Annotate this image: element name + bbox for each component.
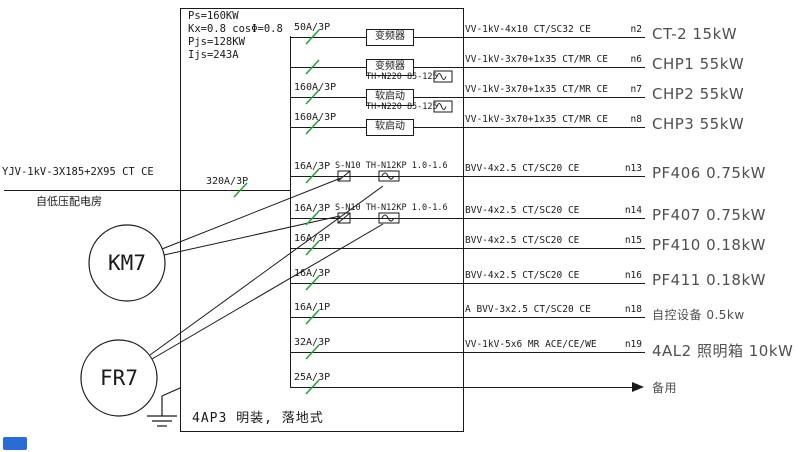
cable-spec: VV-1kV-3x70+1x35 CT/MR CE bbox=[465, 84, 608, 95]
load-label: CHP2 55kW bbox=[652, 85, 745, 103]
param-ijs: Ijs=243A bbox=[188, 49, 239, 61]
circuit-wire bbox=[290, 248, 645, 249]
load-label: PF410 0.18kW bbox=[652, 236, 766, 254]
load-label: PF407 0.75kW bbox=[652, 206, 766, 224]
cable-spec-row: A BVV-3x2.5 CT/SC20 CE n18 bbox=[465, 304, 642, 315]
cable-spec-row: VV-1kV-3x70+1x35 CT/MR CE n8 bbox=[465, 114, 642, 125]
cable-spec-row: VV-1kV-5x6 MR ACE/CE/WE n19 bbox=[465, 339, 642, 350]
circuit-wire bbox=[290, 387, 632, 388]
circuit-number: n16 bbox=[624, 270, 642, 281]
incoming-source-label: 自低压配电房 bbox=[36, 195, 102, 208]
starter-combo-label: S-N10 TH-N12KP 1.0-1.6 bbox=[335, 161, 448, 171]
load-label: 自控设备 0.5kw bbox=[652, 308, 745, 322]
breaker-rating: 25A/3P bbox=[294, 372, 331, 383]
circuit-number: n19 bbox=[624, 339, 642, 350]
circuit-number: n7 bbox=[630, 84, 642, 95]
load-label: CHP3 55kW bbox=[652, 115, 745, 133]
circuit-wire bbox=[290, 283, 645, 284]
circuit-number: n13 bbox=[624, 163, 642, 174]
cable-spec-row: VV-1kV-3x70+1x35 CT/MR CE n6 bbox=[465, 54, 642, 65]
load-label: 4AL2 照明箱 10kW bbox=[652, 342, 794, 360]
circuit-wire bbox=[290, 317, 645, 318]
load-label: PF411 0.18kW bbox=[652, 271, 766, 289]
vfd-box: 变频器 bbox=[366, 59, 414, 76]
breaker-rating: 32A/3P bbox=[294, 337, 331, 348]
circuit-number: n15 bbox=[624, 235, 642, 246]
km7-circle bbox=[88, 224, 166, 302]
watermark-icon bbox=[3, 437, 27, 450]
cable-spec: VV-1kV-4x10 CT/SC32 CE bbox=[465, 24, 591, 35]
km7-label: KM7 bbox=[108, 251, 146, 275]
circuit-number: n2 bbox=[630, 24, 642, 35]
incoming-breaker-rating: 320A/3P bbox=[206, 176, 249, 187]
cable-spec-row: BVV-4x2.5 CT/SC20 CE n15 bbox=[465, 235, 642, 246]
soft-relay-label: TH-N220 85-125 bbox=[366, 72, 438, 82]
load-label: CT-2 15kW bbox=[652, 25, 738, 43]
cable-spec: VV-1kV-5x6 MR ACE/CE/WE bbox=[465, 339, 597, 350]
cable-spec: A BVV-3x2.5 CT/SC20 CE bbox=[465, 304, 591, 315]
contactor-icon bbox=[337, 170, 351, 224]
callout-lines bbox=[149, 177, 384, 360]
cable-spec: BVV-4x2.5 CT/SC20 CE bbox=[465, 235, 580, 246]
fr7-circle bbox=[80, 339, 158, 417]
cable-spec: VV-1kV-3x70+1x35 CT/MR CE bbox=[465, 114, 608, 125]
busbar bbox=[290, 36, 291, 388]
incoming-cable-label: YJV-1kV-3X185+2X95 CT CE bbox=[2, 166, 154, 178]
ground-icon bbox=[147, 387, 181, 427]
circuit-number: n14 bbox=[624, 205, 642, 216]
panel-title: 4AP3 明装, 落地式 bbox=[192, 411, 324, 426]
cable-spec: BVV-4x2.5 CT/SC20 CE bbox=[465, 163, 580, 174]
spare-arrow-icon bbox=[632, 382, 644, 392]
parameter-block: Ps=160KW Kx=0.8 cosΦ=0.8 Pjs=128KW Ijs=2… bbox=[188, 10, 283, 62]
circuit-number: n8 bbox=[630, 114, 642, 125]
breaker-rating: 50A/3P bbox=[294, 22, 331, 33]
breaker-rating: 16A/3P bbox=[294, 203, 331, 214]
breaker-rating: 160A/3P bbox=[294, 112, 337, 123]
cable-spec-row: VV-1kV-4x10 CT/SC32 CE n2 bbox=[465, 24, 642, 35]
panel-box bbox=[180, 8, 464, 432]
vfd-box: 变频器 bbox=[366, 29, 414, 46]
circuit-wire bbox=[290, 67, 645, 68]
param-ps: Ps=160KW bbox=[188, 10, 239, 22]
circuit-wire bbox=[290, 127, 645, 128]
circuit-number: n6 bbox=[630, 54, 642, 65]
cable-spec: BVV-4x2.5 CT/SC20 CE bbox=[465, 205, 580, 216]
cable-spec: BVV-4x2.5 CT/SC20 CE bbox=[465, 270, 580, 281]
circuit-wire bbox=[290, 37, 645, 38]
load-label: PF406 0.75kW bbox=[652, 164, 766, 182]
circuit-wire bbox=[290, 97, 645, 98]
cable-spec-row: VV-1kV-3x70+1x35 CT/MR CE n7 bbox=[465, 84, 642, 95]
load-label: CHP1 55kW bbox=[652, 55, 745, 73]
circuit-wire bbox=[290, 218, 645, 219]
breaker-rating: 160A/3P bbox=[294, 82, 337, 93]
cable-spec: VV-1kV-3x70+1x35 CT/MR CE bbox=[465, 54, 608, 65]
incoming-wire bbox=[4, 190, 290, 191]
param-pjs: Pjs=128KW bbox=[188, 36, 245, 48]
breaker-rating: 16A/3P bbox=[294, 268, 331, 279]
load-label: 备用 bbox=[652, 381, 678, 395]
starter-combo-label: S-N10 TH-N12KP 1.0-1.6 bbox=[335, 203, 448, 213]
thermal-relay-icon bbox=[378, 70, 453, 224]
breaker-rating: 16A/3P bbox=[294, 233, 331, 244]
cable-spec-row: BVV-4x2.5 CT/SC20 CE n13 bbox=[465, 163, 642, 174]
soft-starter-box: 软启动 bbox=[366, 89, 414, 106]
circuit-number: n18 bbox=[624, 304, 642, 315]
soft-relay-label: TH-N220 85-125 bbox=[366, 102, 438, 112]
param-kx: Kx=0.8 cosΦ=0.8 bbox=[188, 23, 283, 35]
cable-spec-row: BVV-4x2.5 CT/SC20 CE n14 bbox=[465, 205, 642, 216]
breaker-rating: 16A/3P bbox=[294, 161, 331, 172]
circuit-wire bbox=[290, 352, 645, 353]
fr7-label: FR7 bbox=[100, 366, 138, 390]
soft-starter-box: 软启动 bbox=[366, 119, 414, 136]
cable-spec-row: BVV-4x2.5 CT/SC20 CE n16 bbox=[465, 270, 642, 281]
switch-icons bbox=[233, 29, 320, 395]
circuit-wire bbox=[290, 176, 645, 177]
breaker-rating: 16A/1P bbox=[294, 302, 331, 313]
